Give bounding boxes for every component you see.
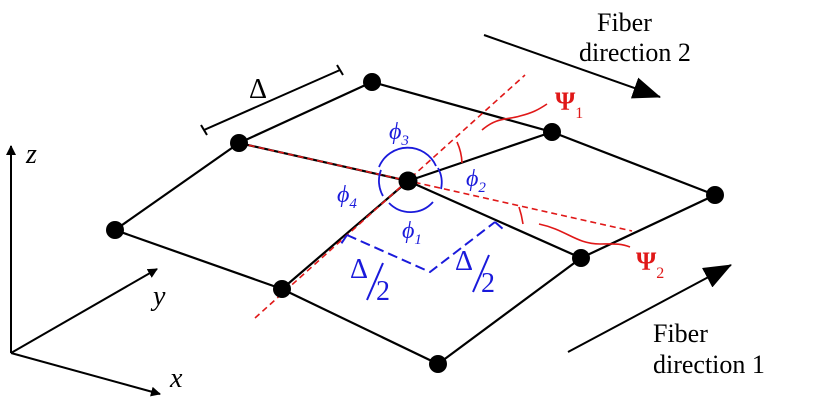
node-bottom-right xyxy=(572,249,590,267)
node-center xyxy=(398,171,418,191)
phi4-label: ϕ4 xyxy=(337,182,357,212)
half-delta-a-den: 2 xyxy=(376,276,390,307)
node-top-right xyxy=(543,123,561,141)
fiber-line-1 xyxy=(254,74,526,319)
half-delta-bracket xyxy=(346,221,496,274)
node-right xyxy=(706,186,724,204)
fiber-direction-1-arrow xyxy=(567,264,732,353)
fiber2-line1: Fiber xyxy=(597,8,652,37)
arc-phi1 xyxy=(388,201,434,213)
fiber-direction-arrows xyxy=(483,34,732,353)
fiber-dashed-lines xyxy=(238,74,633,319)
psi-marks xyxy=(456,103,631,248)
arc-phi4 xyxy=(378,169,384,197)
delta-label: Δ xyxy=(249,74,267,105)
arc-psi2 xyxy=(518,206,524,225)
node-top xyxy=(363,73,381,91)
edge-l-tl xyxy=(114,142,240,231)
half-delta-a-num: Δ xyxy=(350,254,368,285)
edge-b-bl xyxy=(281,288,439,365)
edge-c-tr xyxy=(407,130,553,183)
axis-y-label: y xyxy=(150,281,166,312)
node-left xyxy=(106,221,124,239)
node-top-left xyxy=(230,134,248,152)
edge-tr-r xyxy=(551,130,716,197)
psi2-label: Ψ2 xyxy=(636,247,664,282)
fiber-line-2 xyxy=(238,142,633,232)
leader-psi1 xyxy=(481,103,548,131)
edge-tl-t xyxy=(238,81,373,144)
coordinate-axes xyxy=(5,145,161,397)
axis-y-line xyxy=(10,268,158,354)
arc-phi3 xyxy=(378,146,437,168)
delta-dimension xyxy=(200,64,344,136)
phi3-label: ϕ3 xyxy=(389,119,409,149)
edge-br-b xyxy=(437,257,582,365)
axis-x-label: x xyxy=(169,363,183,394)
fiber2-line2: direction 2 xyxy=(579,38,691,67)
edge-c-br xyxy=(407,179,582,260)
half-delta-b-num: Δ xyxy=(455,246,473,277)
edge-t-tr xyxy=(371,80,553,134)
half-delta-brackets xyxy=(340,221,504,274)
phi1-label: ϕ1 xyxy=(402,218,422,248)
arc-psi1 xyxy=(456,141,463,164)
leader-psi2 xyxy=(538,223,631,248)
axis-z-label: z xyxy=(25,139,37,170)
node-bottom xyxy=(429,355,447,373)
mesh-edges xyxy=(114,80,716,365)
fiber-direction-2-arrow xyxy=(483,34,661,99)
fiber1-line1: Fiber xyxy=(653,319,708,348)
arc-phi2 xyxy=(437,167,443,190)
psi1-label: Ψ1 xyxy=(555,87,583,122)
edge-c-bl xyxy=(281,180,409,290)
node-bottom-left xyxy=(273,280,291,298)
edge-r-br xyxy=(580,194,716,259)
labels: Δ Δ 2 Δ 2 ϕ3 ϕ4 ϕ1 ϕ2 Ψ1 Ψ2 Fiber direct… xyxy=(25,8,765,394)
half-delta-b-den: 2 xyxy=(481,268,495,299)
axis-x-line xyxy=(10,352,161,397)
edge-bl-l xyxy=(114,228,283,291)
phi2-label: ϕ2 xyxy=(466,166,486,196)
fiber1-line2: direction 1 xyxy=(653,350,765,379)
mesh-nodes xyxy=(106,73,724,373)
angle-arcs xyxy=(378,146,443,213)
